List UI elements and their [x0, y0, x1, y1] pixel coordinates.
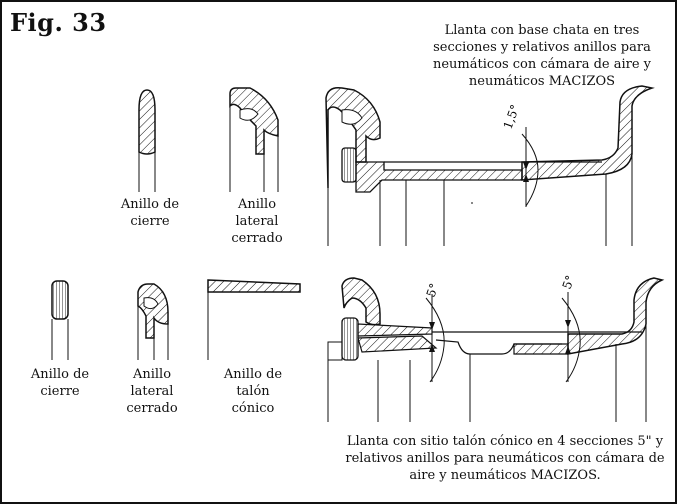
top-closing-ring: [138, 89, 156, 192]
label-bottom-conical-ring: Anillo de talón cónico: [223, 367, 283, 416]
bottom-right-angle-label: 5°: [560, 273, 578, 291]
top-angle-label: 1,5°: [501, 103, 523, 131]
bottom-left-angle-label: 5°: [424, 281, 442, 299]
caption-bottom: Llanta con sitio talón cónico en 4 secci…: [345, 434, 665, 483]
bottom-rim-assembly: [327, 277, 665, 422]
label-top-side-ring: Anillo lateral cerrado: [231, 197, 283, 246]
bottom-side-ring: [137, 283, 169, 360]
figure-title: Fig. 33: [10, 8, 107, 37]
bottom-conical-bead-ring: [207, 279, 301, 360]
label-bottom-side-ring: Anillo lateral cerrado: [126, 367, 178, 416]
bottom-closing-ring: [51, 280, 69, 360]
top-rim-assembly: [325, 85, 655, 246]
label-bottom-closing-ring: Anillo de cierre: [30, 367, 90, 399]
label-top-closing-ring: Anillo de cierre: [120, 197, 180, 229]
caption-top: Llanta con base chata en tres secciones …: [432, 23, 652, 89]
top-side-ring: [229, 87, 279, 192]
